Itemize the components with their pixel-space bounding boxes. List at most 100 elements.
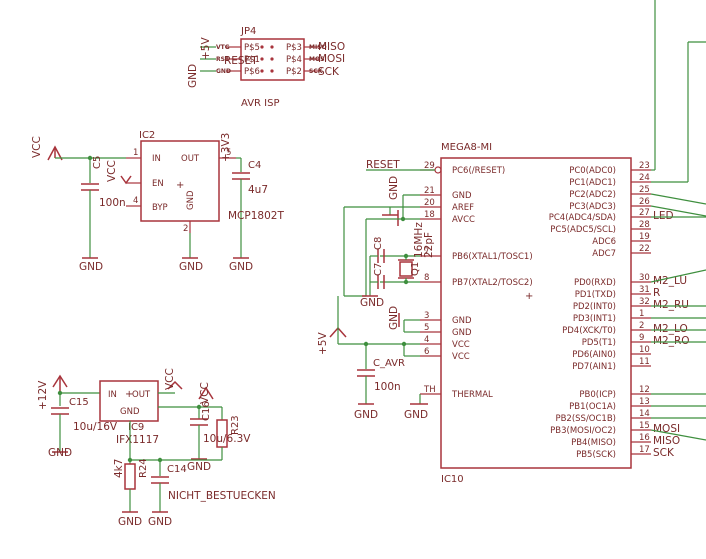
c-avr-value: 100n xyxy=(374,381,401,393)
mcu-pin-name: PB1(OC1A) xyxy=(569,402,616,412)
isp-net-left: RESET xyxy=(224,55,258,67)
isp-pin: P$3 xyxy=(286,43,302,53)
mcu-pin-number: 30 xyxy=(639,273,650,283)
mcu-pin-number: 14 xyxy=(639,409,650,419)
mcu-pin-name: VCC xyxy=(452,340,470,350)
ic2-pin-num: 2 xyxy=(183,224,188,234)
ic2-supply-en: VCC xyxy=(106,160,118,182)
mcu-pin-number: 8 xyxy=(424,273,429,283)
mcu-pin-number: 7 xyxy=(424,247,429,257)
mcu-net-label: LED xyxy=(653,210,674,222)
ic9-pin-in: IN xyxy=(108,390,117,400)
mcu-pin-name: GND xyxy=(452,191,472,201)
mcu-pin-number: 24 xyxy=(639,173,650,183)
mcu-pin-name: PD0(RXD) xyxy=(574,278,616,288)
mcu-pin-number: 20 xyxy=(424,198,435,208)
mcu-pin-name: PD7(AIN1) xyxy=(572,362,616,372)
reg12-supply-out: VCC xyxy=(164,368,176,390)
mcu-pin-number: 13 xyxy=(639,397,650,407)
mcu-pin-number: 28 xyxy=(639,220,650,230)
gnd-label: GND xyxy=(404,409,428,421)
gnd-label: GND xyxy=(79,261,103,273)
c16-ref: C16 xyxy=(201,401,212,421)
mcu-pin-inverter-bubble xyxy=(434,166,442,174)
mcu-pin-number: 10 xyxy=(639,345,650,355)
mcu-pin-number: 18 xyxy=(424,210,435,220)
ic9-ref: IC9 xyxy=(128,422,144,433)
ic2-ref: IC2 xyxy=(139,130,155,141)
svg-text:+: + xyxy=(125,389,133,400)
mcu-part-label: MEGA8-MI xyxy=(441,142,492,153)
ic2-pin-out: OUT xyxy=(181,154,200,164)
mcu-pin-number: 31 xyxy=(639,285,650,295)
ic2-pin-en: EN xyxy=(152,179,164,189)
mcu-pin-name: PC3(ADC3) xyxy=(569,202,616,212)
isp-net-right: SCK xyxy=(318,66,340,78)
mcu-pin-name: GND xyxy=(452,328,472,338)
mcu-pin-number: 32 xyxy=(639,297,650,307)
mcu-ref: IC10 xyxy=(441,474,464,485)
r23-ref: R23 xyxy=(230,415,241,435)
c-avr-ref: C_AVR xyxy=(373,358,405,369)
ic2-pin-in: IN xyxy=(152,154,161,164)
isp-left-label: RST xyxy=(216,56,230,63)
isp-right-label: MOSI xyxy=(309,56,327,63)
mcu-pin-name: ADC6 xyxy=(592,237,616,247)
ic9-body xyxy=(99,380,159,422)
ic9-value: IFX1117 xyxy=(116,434,159,446)
gnd-label: GND xyxy=(360,297,384,309)
mcu-net-label: M2_RO xyxy=(653,335,690,347)
ic2-pin-num: 5 xyxy=(226,148,231,158)
mcu-pin-name: AVCC xyxy=(452,215,475,225)
r24-body xyxy=(124,463,136,490)
crystal-ref: Q1 xyxy=(410,262,421,276)
isp-ref: JP4 xyxy=(240,26,256,37)
ifx1117-regulator: +12V C15 10u/16V GND IN OUT GND + IC9 IF… xyxy=(37,368,276,528)
mcu-pin-name: PD2(INT0) xyxy=(573,302,616,312)
isp-pin: P$6 xyxy=(244,67,260,77)
mcu-pin-number: 12 xyxy=(639,385,650,395)
c7-ref: C7 xyxy=(373,263,384,276)
mcu-pin-name: PB7(XTAL2/TOSC2) xyxy=(452,278,533,288)
ic2-pin-gnd: GND xyxy=(186,190,196,210)
gnd-label: GND xyxy=(388,306,400,330)
ic2-byp-cap-value: 100n xyxy=(99,197,126,209)
ic2-supply-out: +3V3 xyxy=(220,133,232,162)
mcu-pin-name: PD1(TXD) xyxy=(575,290,616,300)
svg-text:+: + xyxy=(176,180,184,191)
mcu-pin-number: 5 xyxy=(424,323,429,333)
mcu-pin-name: PD6(AIN0) xyxy=(572,350,616,360)
mcu-pin-name: PB3(MOSI/OC2) xyxy=(550,426,616,436)
mcu-pin-number: TH xyxy=(423,385,436,395)
mcu-pin-number: 25 xyxy=(639,185,650,195)
c8-value: 22pF xyxy=(423,232,435,258)
mcu-reset-net: RESET xyxy=(366,159,400,171)
mcu-pin-number: 6 xyxy=(424,347,429,357)
ic2-regulator: VCC C5 100n GND IC2 IN EN BYP OUT GND + … xyxy=(31,130,284,273)
nicht-bestuecken-note: NICHT_BESTUECKEN xyxy=(168,490,276,502)
isp-net-left: GND xyxy=(187,64,199,88)
mcu-pin-name: ADC7 xyxy=(592,249,616,259)
isp-header: JP4 AVR ISP VTG RST GND P$5 P$1 P$6 P$3 … xyxy=(187,26,345,109)
isp-caption: AVR ISP xyxy=(241,98,280,109)
crystal-body xyxy=(399,261,413,277)
isp-pin: P$5 xyxy=(244,43,260,53)
mcu-pin-number: 27 xyxy=(639,208,650,218)
c14-ref: C14 xyxy=(167,464,187,475)
isp-net-right: MOSI xyxy=(318,53,345,65)
r24-value: 4k7 xyxy=(113,459,125,478)
mcu-net-label: M2_LO xyxy=(653,323,688,335)
mcu-pin-name: THERMAL xyxy=(451,390,493,400)
reg12-supply-out2: VCC xyxy=(199,382,211,404)
ic2-value: MCP1802T xyxy=(228,210,284,222)
mcu-pin-number: 26 xyxy=(639,197,650,207)
mcu-pin-number: 11 xyxy=(639,357,650,367)
gnd-label: GND xyxy=(187,461,211,473)
mcu-pin-name: PB0(ICP) xyxy=(579,390,616,400)
c15-ref: C15 xyxy=(69,397,89,408)
ic2-body xyxy=(140,140,220,222)
mcu-pin-number: 21 xyxy=(424,186,435,196)
mcu-pin-number: 23 xyxy=(639,161,650,171)
